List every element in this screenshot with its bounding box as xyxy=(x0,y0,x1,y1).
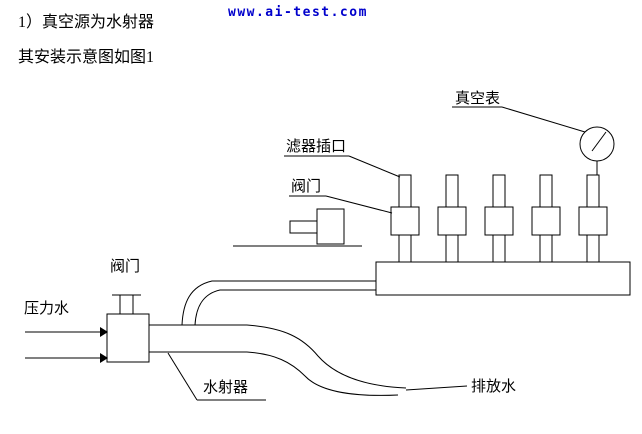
gauge-needle xyxy=(591,131,607,152)
heading-line-2: 其安装示意图如图1 xyxy=(18,49,155,66)
manifold-valve-3 xyxy=(484,174,514,263)
manifold-valve-4 xyxy=(531,174,561,263)
pressure-water-label: 压力水 xyxy=(24,300,69,317)
heading-line-1: 1）真空源为水射器 xyxy=(18,14,155,31)
inlet-valve xyxy=(106,294,150,363)
manifold-pipe xyxy=(375,261,631,296)
inlet-valve-label: 阀门 xyxy=(110,258,140,275)
watermark-url: www.ai-test.com xyxy=(228,5,368,20)
manifold-valve-label: 阀门 xyxy=(291,178,321,195)
vacuum-gauge xyxy=(579,126,615,175)
manifold-valve-leader xyxy=(289,195,393,214)
pressure-water-arrow-bottom xyxy=(25,353,108,363)
discharge-pipe xyxy=(246,324,407,396)
vacuum-gauge-leader xyxy=(452,106,586,133)
manifold-valve-2 xyxy=(437,174,467,263)
filter-port-leader xyxy=(284,155,401,178)
filter-port-label: 滤器插口 xyxy=(286,138,346,155)
water-ejector-leader xyxy=(167,352,266,401)
valve-symbol xyxy=(233,208,362,247)
water-ejector-label: 水射器 xyxy=(203,379,248,396)
inlet-valve-body xyxy=(106,313,150,363)
water-ejector-body xyxy=(149,324,247,353)
manifold-valve-1 xyxy=(390,174,420,263)
suction-pipe xyxy=(181,280,376,326)
discharge-water-label: 排放水 xyxy=(471,378,516,395)
discharge-water-leader xyxy=(405,385,468,391)
pressure-water-arrow-top xyxy=(25,327,108,337)
manifold-valve-5 xyxy=(578,174,608,263)
vacuum-gauge-label: 真空表 xyxy=(455,89,500,107)
